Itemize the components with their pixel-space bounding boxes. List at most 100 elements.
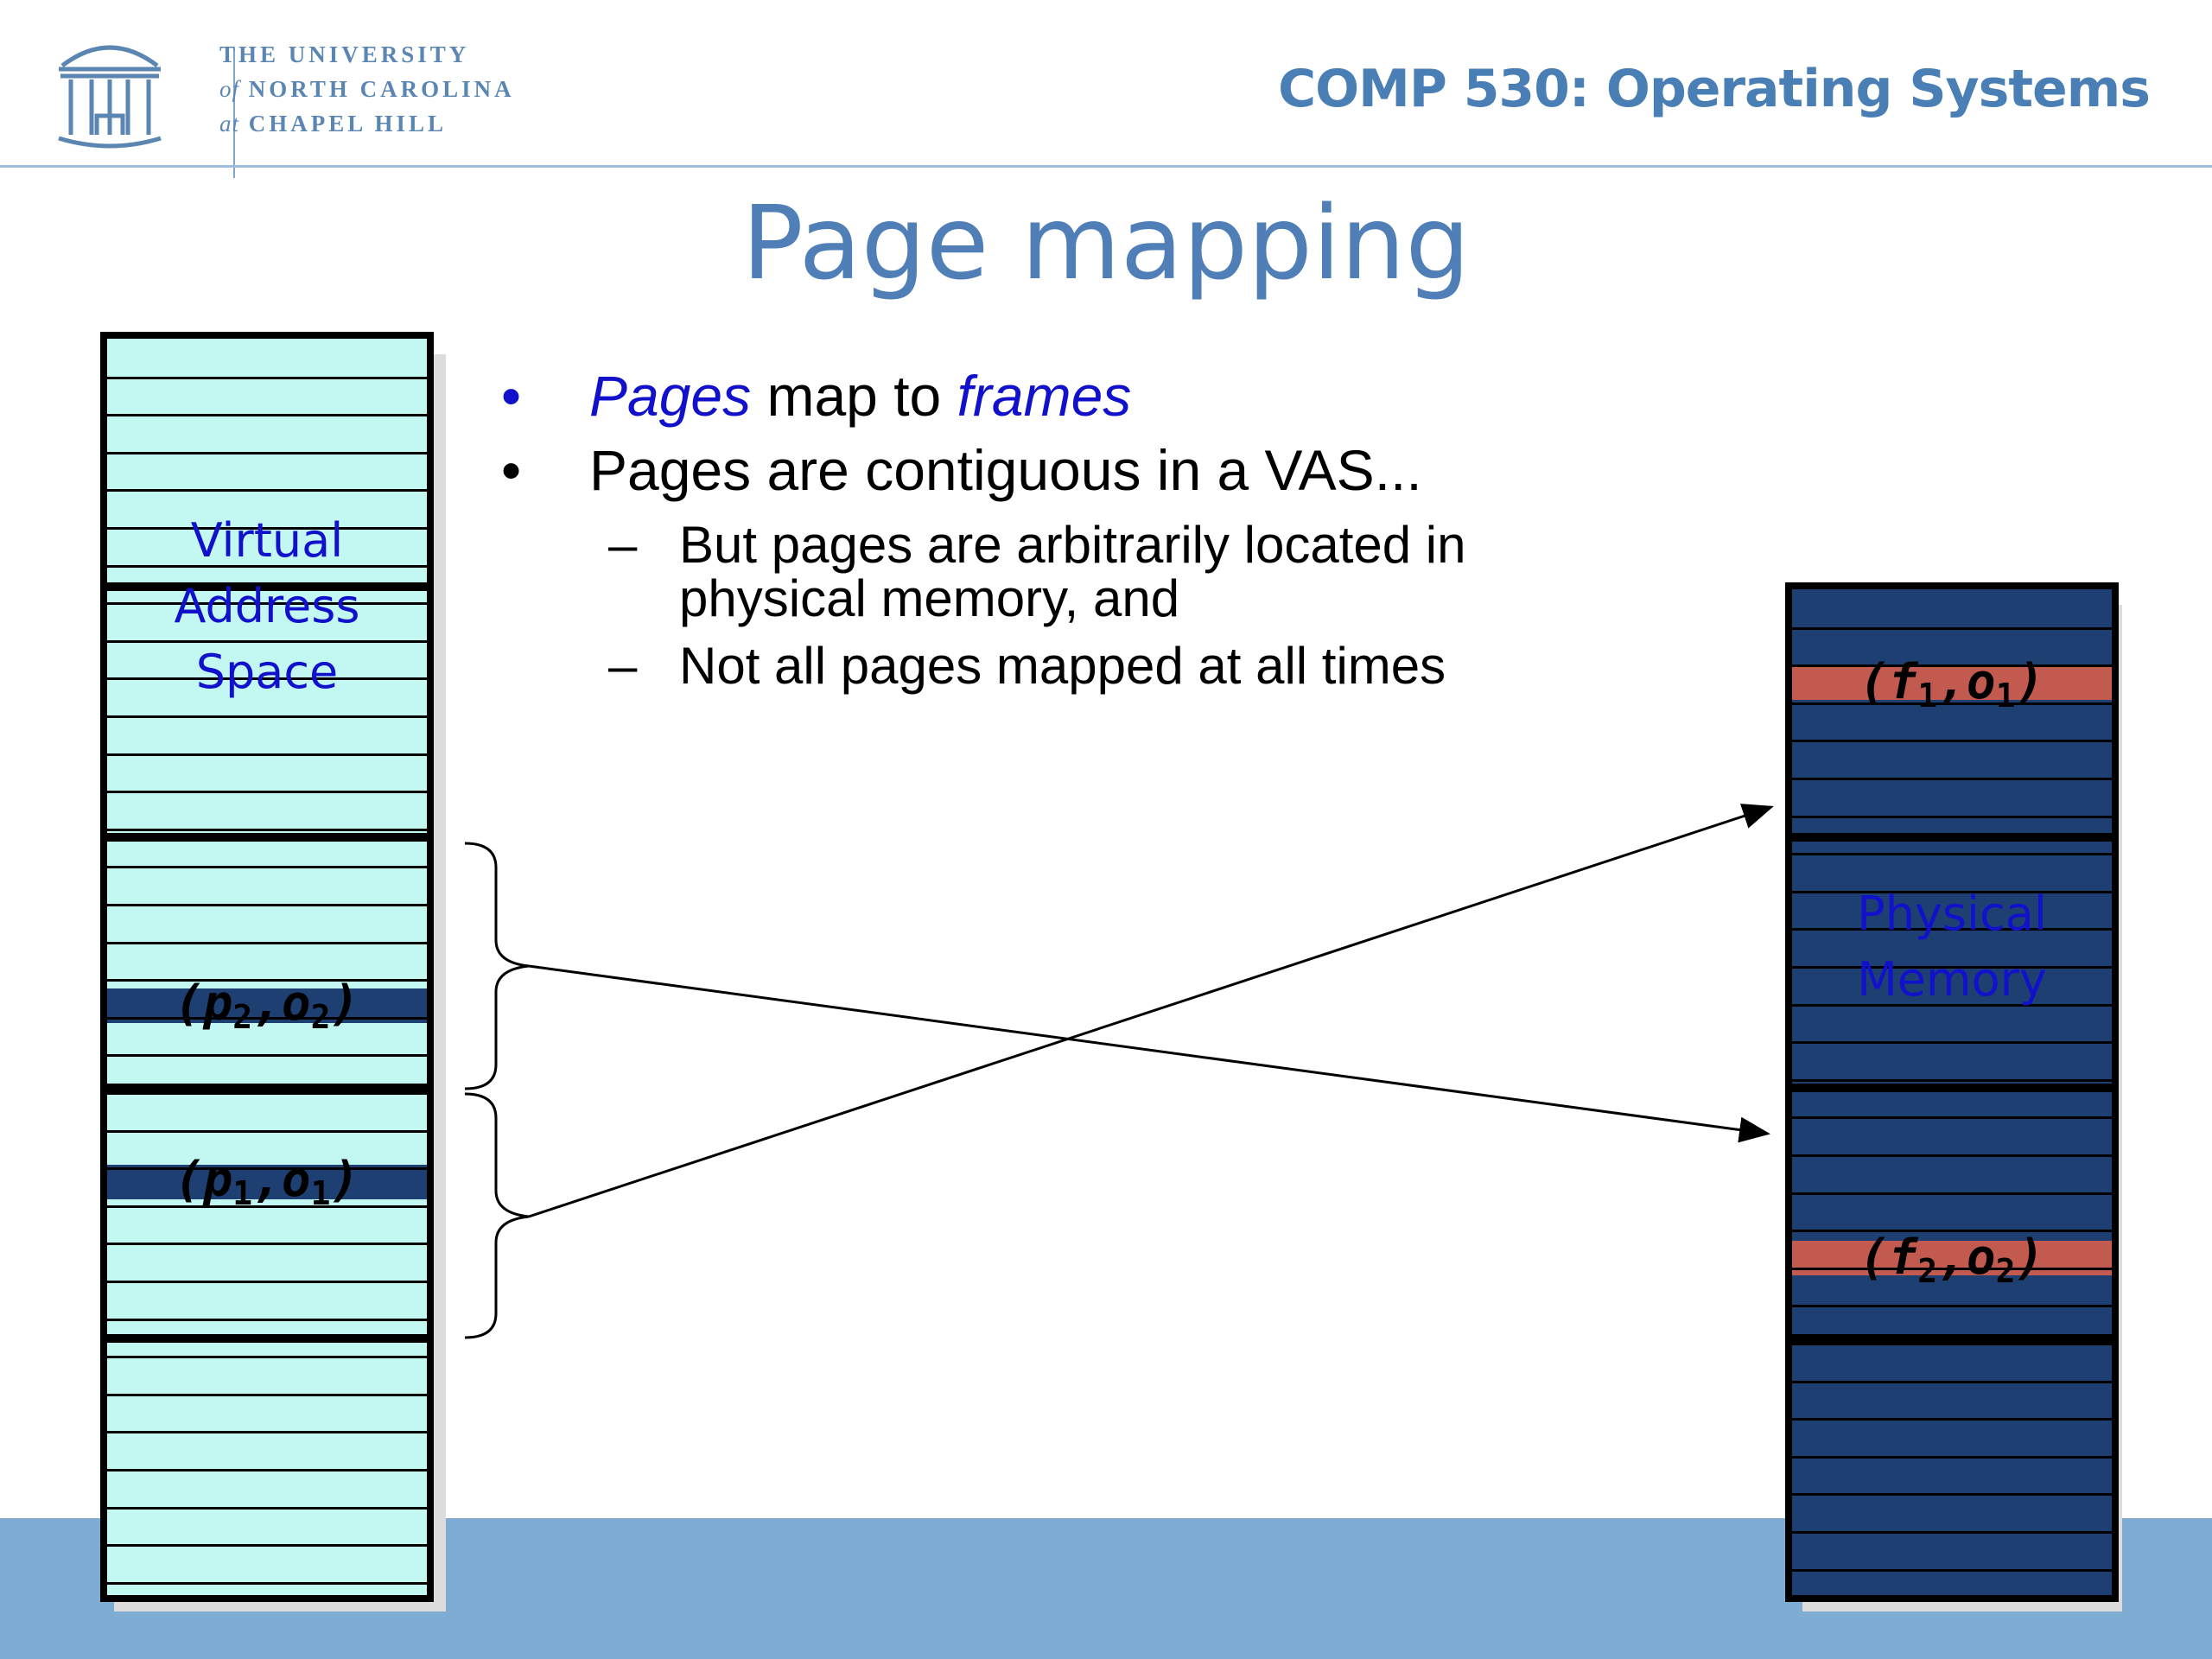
bullet-1-mid: map to: [751, 364, 957, 428]
course-title: COMP 530: Operating Systems: [1278, 59, 2151, 119]
memory-section-divider: [1792, 1334, 2112, 1343]
memory-row-line: [107, 1469, 427, 1471]
memory-section-divider: [107, 582, 427, 591]
logo-divider: [233, 48, 235, 178]
university-line1: THE UNIVERSITY: [219, 41, 470, 67]
memory-row-line: [1792, 1230, 2112, 1233]
memory-row-line: [1792, 853, 2112, 856]
arrow-p1-to-f1: [528, 804, 1774, 1218]
memory-row-line: [1792, 1455, 2112, 1459]
sub-bullet-dash: –: [608, 637, 638, 695]
old-well-icon: [58, 45, 162, 149]
bullet-1-text: Pages map to frames: [589, 363, 1131, 429]
memory-row-line: [107, 941, 427, 944]
memory-row-line: [107, 1243, 427, 1246]
bullet-dot: •: [501, 438, 522, 502]
sub: 2: [1917, 1252, 1938, 1290]
memory-row-line: [107, 753, 427, 756]
memory-row-line: [107, 1393, 427, 1396]
sub: 2: [232, 998, 253, 1036]
memory-row-line: [107, 677, 427, 681]
virtual-address-space: Virtual Address Space (p2,o2) (p1,o1): [100, 332, 434, 1602]
virtual-label-1: Virtual: [190, 513, 344, 568]
var: f: [1888, 654, 1918, 710]
physical-memory: Physical Memory (f1,o1) (f2,o2): [1785, 582, 2119, 1602]
header-rule: [0, 165, 2212, 168]
memory-row-line: [107, 489, 427, 493]
memory-row-line: [1792, 1493, 2112, 1497]
memory-row-line: [107, 527, 427, 530]
bullet-2-text: Pages are contiguous in a VAS...: [589, 438, 1422, 502]
virtual-label-3: Space: [195, 645, 339, 699]
memory-row-line: [107, 791, 427, 794]
sub: 2: [310, 998, 331, 1036]
university-logo: THE UNIVERSITY of NORTH CAROLINA at CHAP…: [54, 24, 572, 178]
var: f: [1888, 1230, 1918, 1286]
memory-row-line: [1792, 740, 2112, 743]
memory-row-line: [107, 1016, 427, 1020]
memory-highlight-row: [1792, 665, 2112, 700]
memory-row-line: [107, 639, 427, 643]
memory-row-line: [1792, 1380, 2112, 1383]
memory-row-line: [107, 602, 427, 606]
memory-section-divider: [107, 1334, 427, 1343]
memory-section-divider: [107, 833, 427, 842]
university-line3-prefix: at: [219, 111, 240, 137]
memory-highlight-row: [107, 1165, 427, 1199]
bullet-1-frames: frames: [957, 364, 1132, 428]
memory-row-line: [107, 1356, 427, 1359]
var: p: [203, 1152, 233, 1208]
memory-section-divider: [1792, 833, 2112, 842]
university-line3: at CHAPEL HILL: [219, 111, 447, 137]
memory-row-line: [107, 376, 427, 379]
memory-row-line: [107, 1167, 427, 1171]
memory-row-line: [107, 1544, 427, 1548]
virtual-address-p2-o2: (p2,o2): [174, 976, 360, 1037]
memory-row-line: [1792, 1531, 2112, 1534]
memory-row-line: [107, 1431, 427, 1434]
memory-row-line: [107, 904, 427, 906]
memory-row-line: [107, 1281, 427, 1283]
bullet-dot: •: [501, 364, 522, 428]
memory-row-line: [107, 828, 427, 831]
memory-row-line: [107, 1092, 427, 1095]
physical-label-2: Memory: [1857, 952, 2047, 1007]
memory-row-line: [1792, 778, 2112, 780]
off: o: [281, 976, 311, 1032]
memory-row-line: [107, 1205, 427, 1208]
var: p: [203, 976, 233, 1032]
slide-title: Page mapping: [741, 183, 1471, 302]
memory-row-line: [1792, 1418, 2112, 1421]
memory-row-line: [1792, 664, 2112, 668]
off: o: [1966, 654, 1996, 710]
memory-row-line: [1792, 815, 2112, 818]
memory-row-line: [107, 1054, 427, 1058]
memory-row-line: [107, 979, 427, 982]
memory-row-line: [1792, 1078, 2112, 1082]
memory-row-line: [107, 1506, 427, 1510]
brace-lower: [464, 1092, 530, 1339]
bullet-1-pages: Pages: [589, 364, 752, 428]
memory-row-line: [1792, 1305, 2112, 1308]
university-line2-text: NORTH CAROLINA: [248, 76, 515, 102]
memory-row-line: [1792, 702, 2112, 705]
memory-row-line: [1792, 1154, 2112, 1157]
off: o: [1966, 1230, 1996, 1286]
memory-row-line: [1792, 1192, 2112, 1195]
virtual-address-p1-o1: (p1,o1): [174, 1152, 360, 1213]
memory-row-line: [1792, 1267, 2112, 1270]
physical-rows: [1792, 589, 2112, 1595]
memory-row-line: [1792, 1041, 2112, 1045]
university-line3-text: CHAPEL HILL: [248, 111, 448, 137]
memory-row-line: [107, 1581, 427, 1585]
sub-bullet-dash: –: [608, 516, 638, 574]
memory-row-line: [1792, 928, 2112, 931]
sub: 1: [1995, 677, 2016, 715]
brace-upper: [464, 842, 530, 1090]
memory-row-line: [107, 564, 427, 568]
sub-bullet-2-text: Not all pages mapped at all times: [679, 637, 1446, 695]
memory-section-divider: [107, 1084, 427, 1092]
sub-bullet-1-text: But pages are arbitrarily located in phy…: [679, 516, 1466, 627]
off: o: [281, 1152, 311, 1208]
memory-row-line: [107, 1318, 427, 1321]
